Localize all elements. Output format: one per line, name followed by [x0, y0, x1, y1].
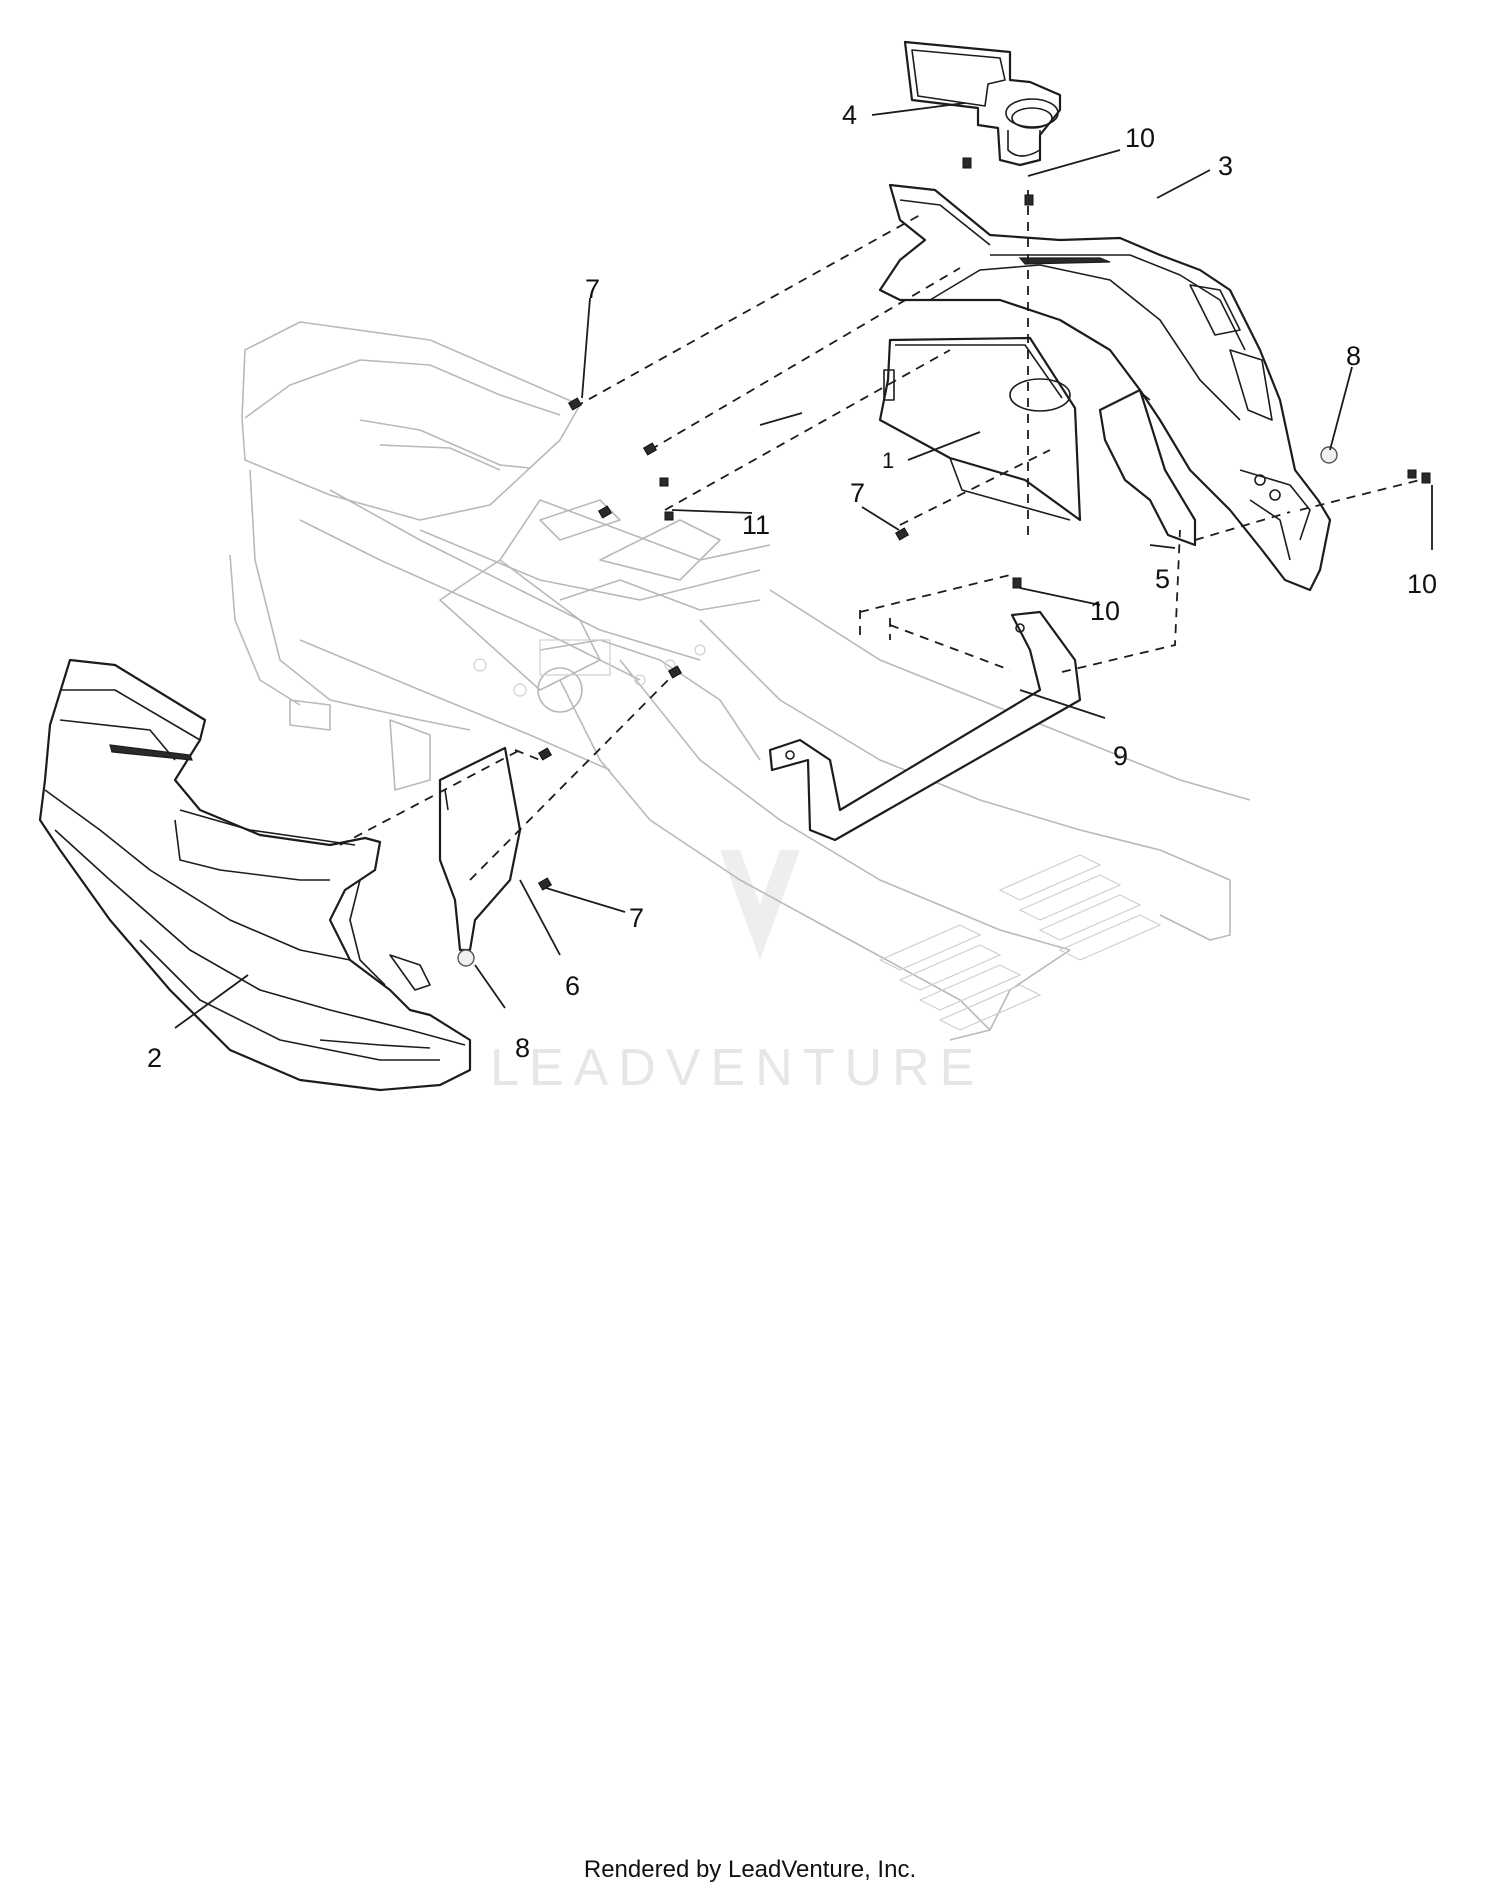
- callout-6: 6: [565, 971, 580, 1001]
- callout-5: 5: [1155, 564, 1170, 594]
- callout-9: 9: [1113, 741, 1128, 771]
- callout-10-middle: 10: [1090, 596, 1120, 626]
- chassis-frame: [229, 321, 1251, 1041]
- callout-7-middle: 7: [850, 478, 865, 508]
- part-right-side-panel: [1098, 388, 1197, 547]
- callout-10-top: 10: [1125, 123, 1155, 153]
- part-left-side-panel: [438, 746, 522, 952]
- callout-1: 1: [882, 448, 894, 473]
- fasteners: [457, 157, 1431, 967]
- leader-lines: [174, 102, 1433, 1029]
- callout-7-top: 7: [585, 274, 600, 304]
- callout-8-left: 8: [515, 1033, 530, 1063]
- part-front-fender-left: [38, 658, 472, 1092]
- part-front-cross-bracket: [768, 610, 1082, 842]
- callout-8-right: 8: [1346, 341, 1361, 371]
- part-center-panel: [878, 336, 1082, 522]
- callout-3: 3: [1218, 151, 1233, 181]
- watermark: LEADVENTURE: [490, 850, 984, 1097]
- callout-11: 11: [742, 510, 770, 540]
- callout-7-bottom: 7: [629, 903, 644, 933]
- part-cup-holder-tray: [903, 40, 1062, 167]
- part-rear-fender-right: [878, 183, 1332, 592]
- watermark-text: LEADVENTURE: [490, 1039, 984, 1097]
- callouts: 4 10 3 7 8 1 7 11 5 10 10 9 7 6 8 2: [147, 100, 1437, 1073]
- callout-2: 2: [147, 1043, 162, 1073]
- callout-4: 4: [842, 100, 857, 130]
- assembly-dashed-lines: [339, 190, 1421, 881]
- footer-credit: Rendered by LeadVenture, Inc.: [583, 1856, 917, 1883]
- callout-10-right: 10: [1407, 569, 1437, 599]
